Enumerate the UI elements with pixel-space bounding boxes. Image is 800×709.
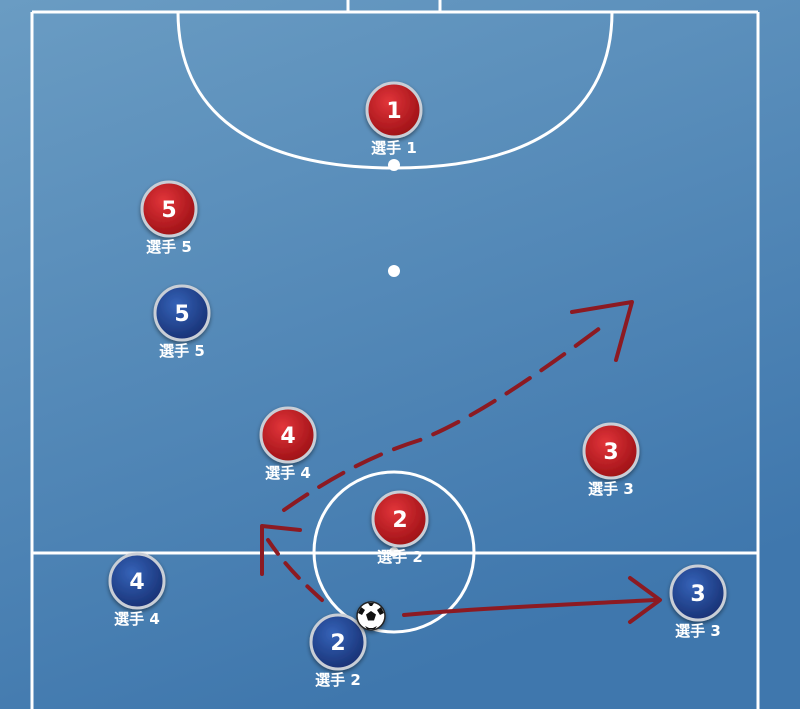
dashed-back-arrow	[266, 538, 324, 602]
player-blue-3[interactable]: 3 選手 3	[669, 564, 727, 640]
player-label: 選手 5	[159, 342, 205, 360]
player-number: 2	[392, 508, 407, 533]
player-red-5[interactable]: 5 選手 5	[140, 180, 198, 256]
player-number: 3	[603, 440, 618, 465]
player-label: 選手 4	[265, 464, 311, 482]
dashed-run-arrowhead	[570, 300, 634, 362]
player-red-2[interactable]: 2 選手 2	[371, 490, 429, 566]
soccer-ball-icon[interactable]	[356, 601, 386, 631]
player-label: 選手 1	[371, 139, 417, 157]
player-label: 選手 3	[588, 480, 634, 498]
tactic-arrows	[260, 300, 662, 624]
center-spot	[389, 547, 399, 557]
player-number: 5	[161, 198, 176, 223]
player-blue-2[interactable]: 2 選手 2	[309, 613, 367, 689]
player-number: 2	[330, 631, 345, 656]
player-number: 4	[129, 570, 144, 595]
player-label: 選手 5	[146, 238, 192, 256]
player-label: 選手 4	[114, 610, 160, 628]
player-red-3[interactable]: 3 選手 3	[582, 422, 640, 498]
dribble-arrow	[402, 598, 657, 617]
player-label: 選手 3	[675, 622, 721, 640]
player-red-4[interactable]: 4 選手 4	[259, 406, 317, 482]
player-label: 選手 2	[315, 671, 361, 689]
second-penalty-spot	[388, 265, 400, 277]
player-blue-4[interactable]: 4 選手 4	[108, 552, 166, 628]
dashed-back-arrowhead	[260, 524, 302, 576]
dashed-run-arrow	[282, 326, 602, 512]
player-number: 4	[280, 424, 295, 449]
penalty-spot	[388, 159, 400, 171]
player-number: 5	[174, 302, 189, 327]
goal	[346, 0, 442, 14]
player-blue-5[interactable]: 5 選手 5	[153, 284, 211, 360]
player-label: 選手 2	[377, 548, 423, 566]
center-circle	[312, 470, 476, 634]
player-red-1[interactable]: 1 選手 1	[365, 81, 423, 157]
dribble-arrowhead	[628, 576, 662, 624]
player-number: 1	[386, 99, 401, 124]
player-number: 3	[690, 582, 705, 607]
